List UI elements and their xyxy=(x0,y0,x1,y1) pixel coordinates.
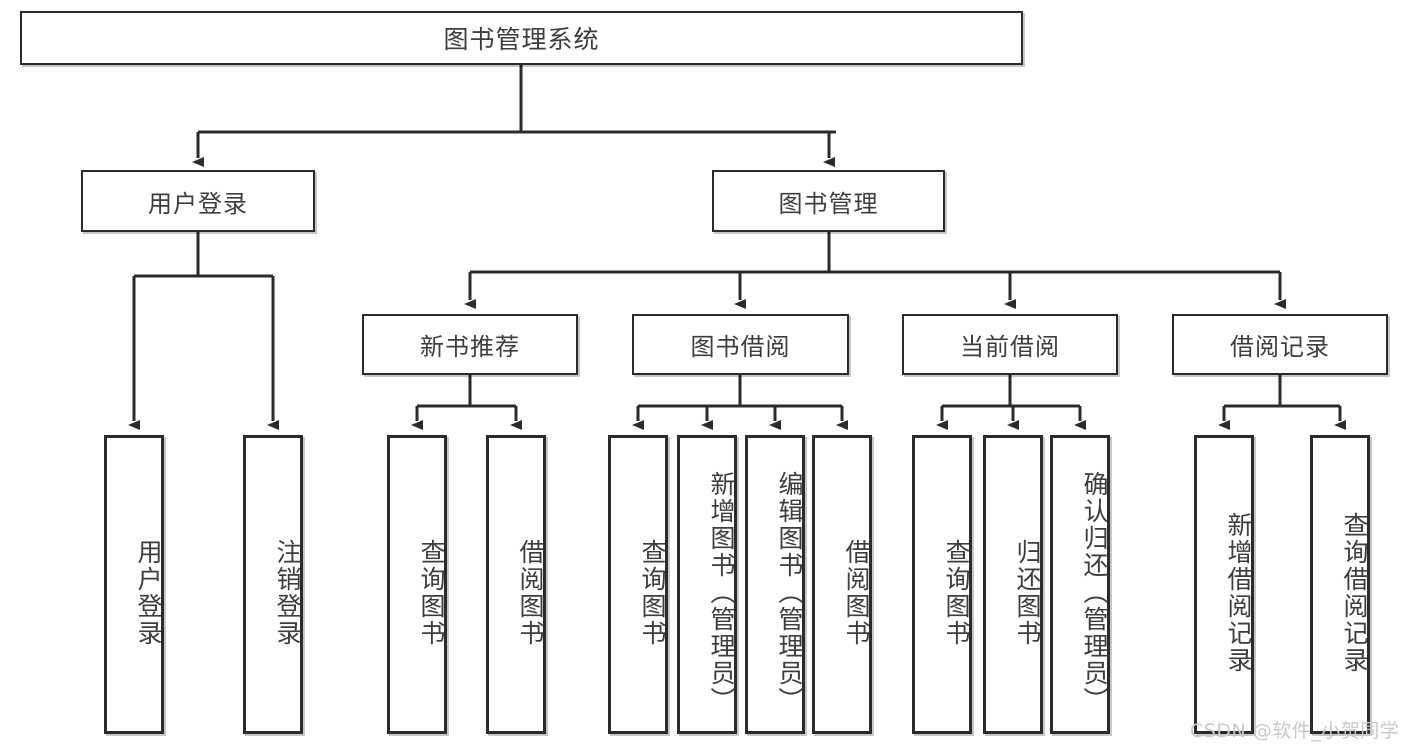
leaf-query-book[interactable]: 查询图书 xyxy=(608,435,668,734)
leaf-borrow-book-rec[interactable]: 借阅图书 xyxy=(486,435,546,734)
leaf-edit-book-label: 编辑图书（管理员） xyxy=(775,471,804,714)
leaf-confirm-return-label: 确认归还（管理员） xyxy=(1080,471,1109,714)
leaf-borrow-book[interactable]: 借阅图书 xyxy=(812,435,872,734)
node-book-borrow-label: 图书借阅 xyxy=(690,333,791,361)
leaf-query-record[interactable]: 查询借阅记录 xyxy=(1310,435,1370,734)
leaf-borrow-book-label: 借阅图书 xyxy=(842,538,871,647)
node-book-manage-label: 图书管理 xyxy=(778,189,879,218)
node-root-label: 图书管理系统 xyxy=(443,25,600,54)
leaf-add-book[interactable]: 新增图书（管理员） xyxy=(677,435,737,734)
node-user-login-label: 用户登录 xyxy=(148,189,248,218)
node-new-book-rec[interactable]: 新书推荐 xyxy=(362,314,578,375)
leaf-edit-book[interactable]: 编辑图书（管理员） xyxy=(745,435,805,734)
leaf-logout[interactable]: 注销登录 xyxy=(243,435,303,734)
node-new-book-rec-label: 新书推荐 xyxy=(420,333,520,361)
node-book-borrow[interactable]: 图书借阅 xyxy=(632,314,849,375)
node-current-borrow[interactable]: 当前借阅 xyxy=(902,314,1118,375)
leaf-query-book-cur-label: 查询图书 xyxy=(942,538,971,647)
leaf-user-login[interactable]: 用户登录 xyxy=(104,435,164,734)
leaf-query-record-label: 查询借阅记录 xyxy=(1340,511,1369,674)
node-current-borrow-label: 当前借阅 xyxy=(960,333,1060,361)
watermark-text: CSDN @软件_小贺同学 xyxy=(1190,720,1400,742)
leaf-return-book[interactable]: 归还图书 xyxy=(983,435,1043,734)
node-book-manage[interactable]: 图书管理 xyxy=(712,170,945,232)
leaf-query-book-rec[interactable]: 查询图书 xyxy=(387,435,447,734)
leaf-borrow-book-rec-label: 借阅图书 xyxy=(516,538,545,647)
leaf-query-book-label: 查询图书 xyxy=(638,538,667,647)
node-borrow-record[interactable]: 借阅记录 xyxy=(1172,314,1388,375)
node-user-login[interactable]: 用户登录 xyxy=(81,170,315,232)
leaf-add-book-label: 新增图书（管理员） xyxy=(707,471,736,714)
leaf-query-book-rec-label: 查询图书 xyxy=(417,538,446,647)
leaf-query-book-cur[interactable]: 查询图书 xyxy=(912,435,972,734)
leaf-logout-label: 注销登录 xyxy=(273,538,302,647)
node-root[interactable]: 图书管理系统 xyxy=(20,11,1023,65)
leaf-add-record[interactable]: 新增借阅记录 xyxy=(1194,435,1254,734)
leaf-add-record-label: 新增借阅记录 xyxy=(1224,511,1253,674)
leaf-user-login-label: 用户登录 xyxy=(134,538,163,647)
leaf-confirm-return[interactable]: 确认归还（管理员） xyxy=(1050,435,1110,734)
leaf-return-book-label: 归还图书 xyxy=(1013,538,1042,647)
node-borrow-record-label: 借阅记录 xyxy=(1230,333,1330,361)
